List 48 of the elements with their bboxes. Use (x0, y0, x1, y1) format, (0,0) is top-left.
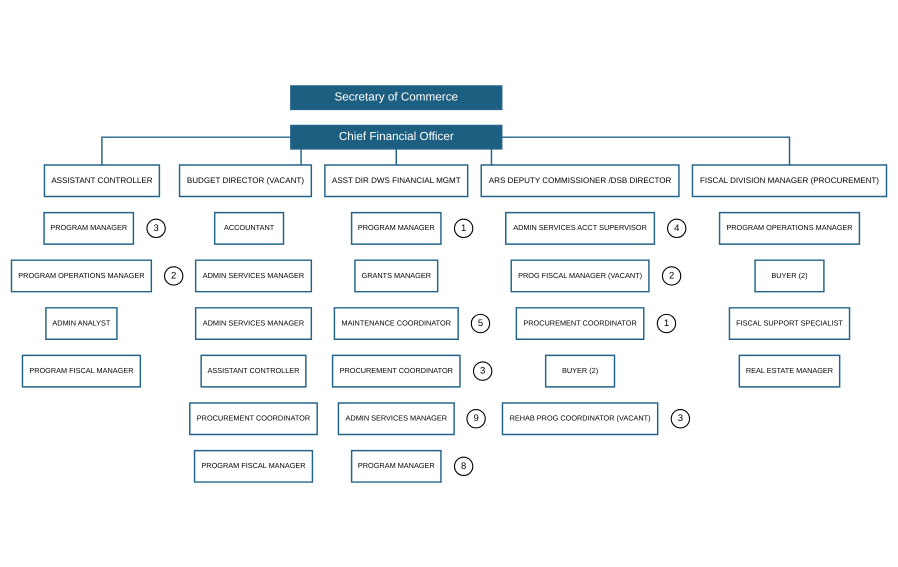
node-box: PROGRAM MANAGER (350, 449, 442, 482)
node-box: ADMIN SERVICES MANAGER (338, 402, 455, 435)
node-circle: 3 (146, 218, 166, 238)
node-box: Chief Financial Officer (290, 124, 502, 150)
node-box: ADMIN SERVICES MANAGER (194, 258, 312, 292)
node-box: BUDGET DIRECTOR (VACANT) (178, 164, 312, 197)
connector (502, 136, 790, 164)
node-box: FISCAL DIVISION MANAGER (PROCUREMENT) (692, 164, 888, 197)
node-circle: 4 (667, 218, 686, 238)
node-box: PROCUREMENT COORDINATOR (332, 354, 461, 388)
node-box: REAL ESTATE MANAGER (738, 354, 840, 388)
node-circle: 1 (454, 218, 474, 238)
node-box: PROGRAM OPERATIONS MANAGER (718, 211, 860, 244)
node-box: PROGRAM FISCAL MANAGER (194, 449, 314, 482)
node-box: PROGRAM OPERATIONS MANAGER (10, 258, 152, 292)
node-box: BUYER (2) (754, 258, 825, 292)
node-circle: 3 (670, 408, 690, 428)
node-box: FISCAL SUPPORT SPECIALIST (728, 306, 850, 340)
connector (396, 148, 398, 164)
node-circle: 2 (164, 266, 184, 286)
node-box: PROCUREMENT COORDINATOR (516, 306, 644, 340)
node-box: GRANTS MANAGER (354, 258, 438, 292)
connector (300, 148, 302, 164)
node-box: ASSISTANT CONTROLLER (44, 164, 160, 197)
node-box: ADMIN SERVICES MANAGER (194, 306, 312, 340)
connector (490, 148, 492, 164)
node-circle: 1 (656, 313, 676, 333)
node-circle: 3 (472, 360, 492, 380)
node-circle: 5 (470, 313, 490, 333)
node-box: Secretary of Commerce (290, 84, 502, 110)
node-box: PROCUREMENT COORDINATOR (189, 402, 318, 435)
connector (101, 136, 291, 164)
node-circle: 8 (454, 456, 474, 476)
node-box: PROG FISCAL MANAGER (VACANT) (510, 258, 650, 292)
node-box: MAINTENANCE COORDINATOR (334, 306, 459, 340)
node-box: ASST DIR DWS FINANCIAL MGMT (324, 164, 468, 197)
node-box: BUYER (2) (544, 354, 616, 388)
node-circle: 9 (466, 408, 486, 428)
node-box: PROGRAM MANAGER (43, 211, 134, 244)
node-box: ASSISTANT CONTROLLER (200, 354, 307, 388)
node-box: ADMIN ANALYST (45, 306, 118, 340)
node-box: REHAB PROG COORDINATOR (VACANT) (502, 402, 658, 435)
node-box: PROGRAM FISCAL MANAGER (22, 354, 142, 388)
node-box: ARS DEPUTY COMMISSIONER /DSB DIRECTOR (480, 164, 680, 197)
node-box: PROGRAM MANAGER (350, 211, 442, 244)
node-box: ADMIN SERVICES ACCT SUPERVISOR (505, 211, 656, 244)
node-box: ACCOUNTANT (214, 211, 284, 244)
node-circle: 2 (662, 266, 682, 286)
